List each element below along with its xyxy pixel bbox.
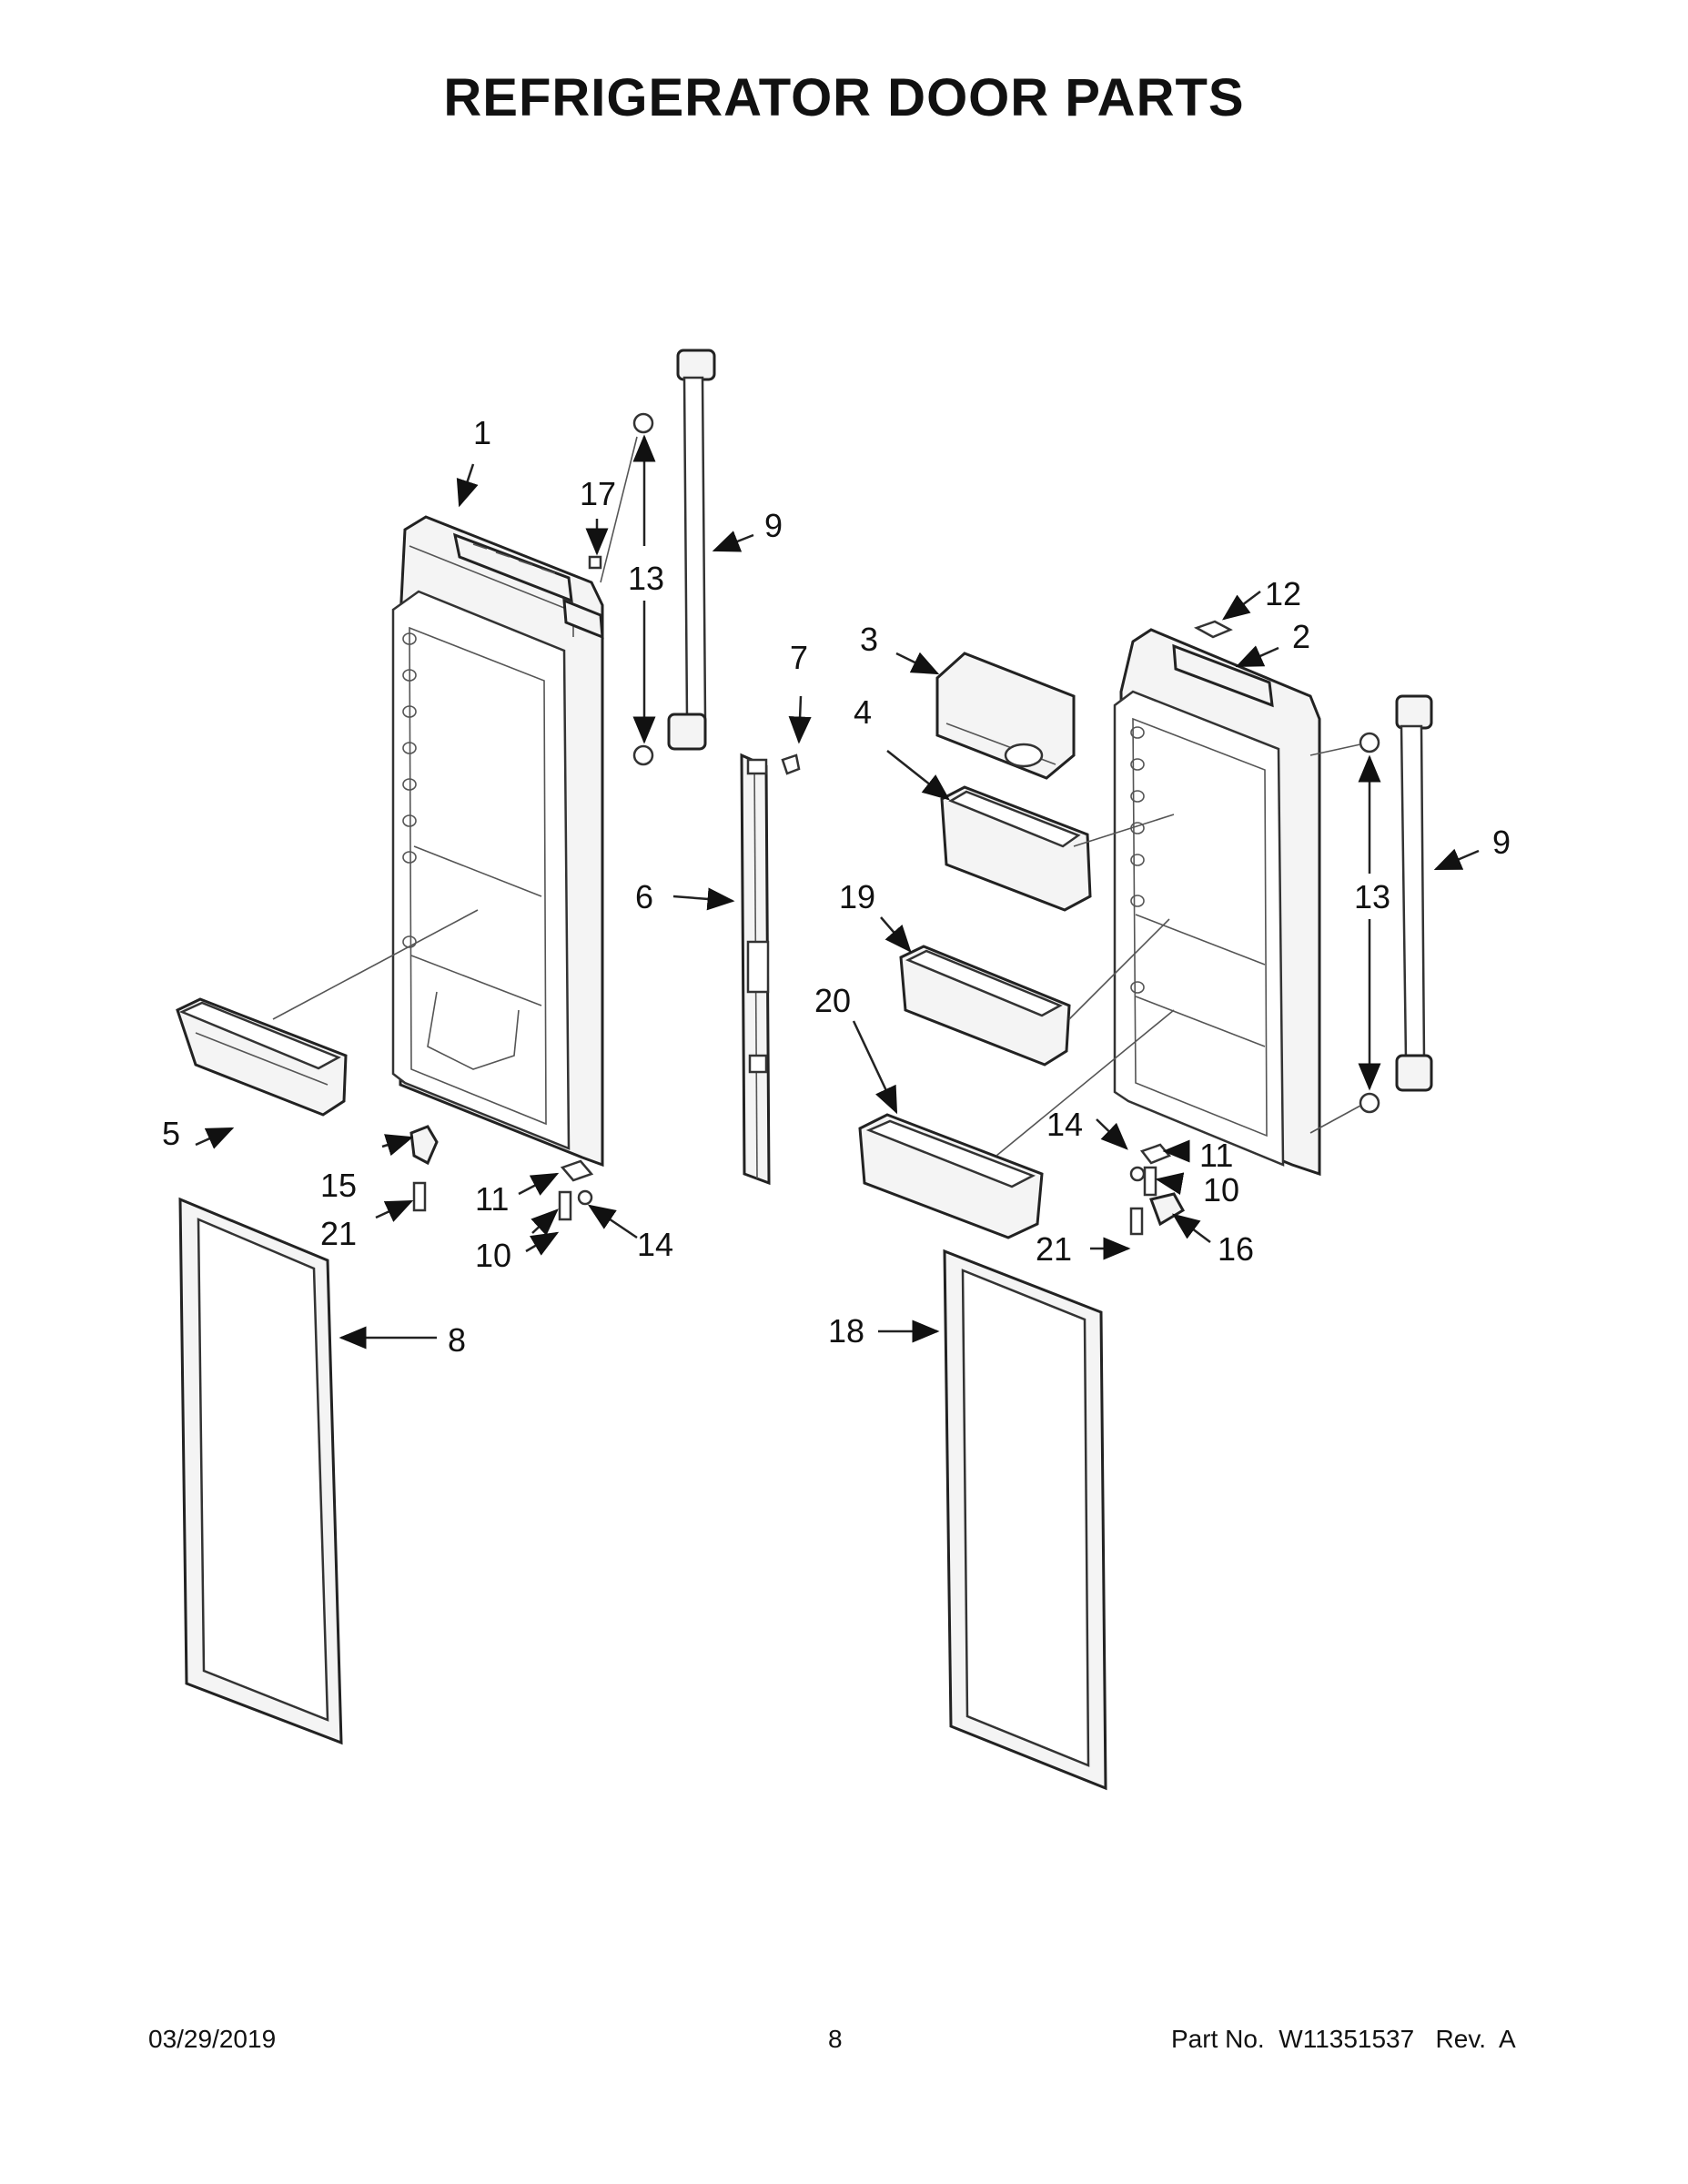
footer-date: 03/29/2019 <box>148 2025 277 2053</box>
callout-19: 19 <box>839 878 875 915</box>
right-door-liner <box>1113 628 1321 1177</box>
handle-mounting-studs-left <box>632 412 654 766</box>
callout-6: 6 <box>635 878 653 915</box>
door-bin-dimples <box>402 632 417 948</box>
callout-5: 5 <box>162 1115 180 1152</box>
callout-14-left: 14 <box>637 1226 673 1263</box>
callout-7: 7 <box>790 639 808 676</box>
callout-11-right: 11 <box>1199 1137 1233 1174</box>
callout-15: 15 <box>320 1167 357 1204</box>
left-door-bin <box>176 997 348 1117</box>
callout-9-left: 9 <box>764 507 783 544</box>
revision-label: Rev. A <box>1435 2025 1516 2053</box>
left-door-gasket <box>178 1197 343 1745</box>
right-door-gasket <box>943 1249 1107 1791</box>
bin-leader-line <box>272 909 479 1020</box>
left-door-liner <box>391 515 604 1168</box>
callout-labels: 1 2 3 4 5 6 7 8 9 9 10 10 11 11 12 13 13… <box>162 414 1511 1359</box>
callout-9-right: 9 <box>1492 824 1511 861</box>
callout-4: 4 <box>854 693 872 731</box>
callout-12: 12 <box>1265 575 1301 612</box>
screw-7 <box>781 753 801 775</box>
door-bin-20 <box>858 1113 1044 1239</box>
cover-12 <box>1193 620 1233 639</box>
part-number-label: Part No. <box>1171 2025 1265 2053</box>
leader-arrows <box>195 434 1480 1350</box>
callout-18: 18 <box>828 1312 864 1350</box>
callout-16: 16 <box>1218 1230 1254 1268</box>
callout-21-left: 21 <box>320 1215 357 1252</box>
callout-17: 17 <box>580 475 616 512</box>
callout-10-left: 10 <box>475 1237 511 1274</box>
screw-17 <box>588 555 602 570</box>
dairy-bin <box>940 785 1092 912</box>
page-title: REFRIGERATOR DOOR PARTS <box>443 68 1245 127</box>
left-hinge-hardware <box>409 1125 594 1221</box>
callout-20: 20 <box>814 982 851 1019</box>
callout-8: 8 <box>448 1321 466 1359</box>
callout-21-right: 21 <box>1036 1230 1072 1268</box>
callout-3: 3 <box>860 621 878 658</box>
right-door-handle <box>1395 694 1433 1092</box>
part-number-value: W11351537 <box>1279 2025 1415 2053</box>
handle-mounting-studs-right <box>1359 732 1380 1114</box>
dairy-compartment-cover <box>935 652 1076 780</box>
callout-1: 1 <box>473 414 491 451</box>
footer-part-number: Part No. W11351537 Rev. A <box>1171 2025 1516 2054</box>
center-flipper-mullion <box>740 753 771 1186</box>
callout-14-right: 14 <box>1046 1106 1083 1143</box>
callout-10-right: 10 <box>1203 1171 1239 1208</box>
footer-page-number: 8 <box>828 2025 843 2053</box>
left-door-handle <box>667 349 716 751</box>
callout-13-right: 13 <box>1354 878 1390 915</box>
callout-11-left: 11 <box>475 1180 509 1218</box>
right-hinge-hardware <box>1129 1143 1186 1236</box>
callout-2: 2 <box>1292 618 1310 655</box>
door-bin-19 <box>899 945 1071 1067</box>
callout-13-left: 13 <box>628 560 664 597</box>
